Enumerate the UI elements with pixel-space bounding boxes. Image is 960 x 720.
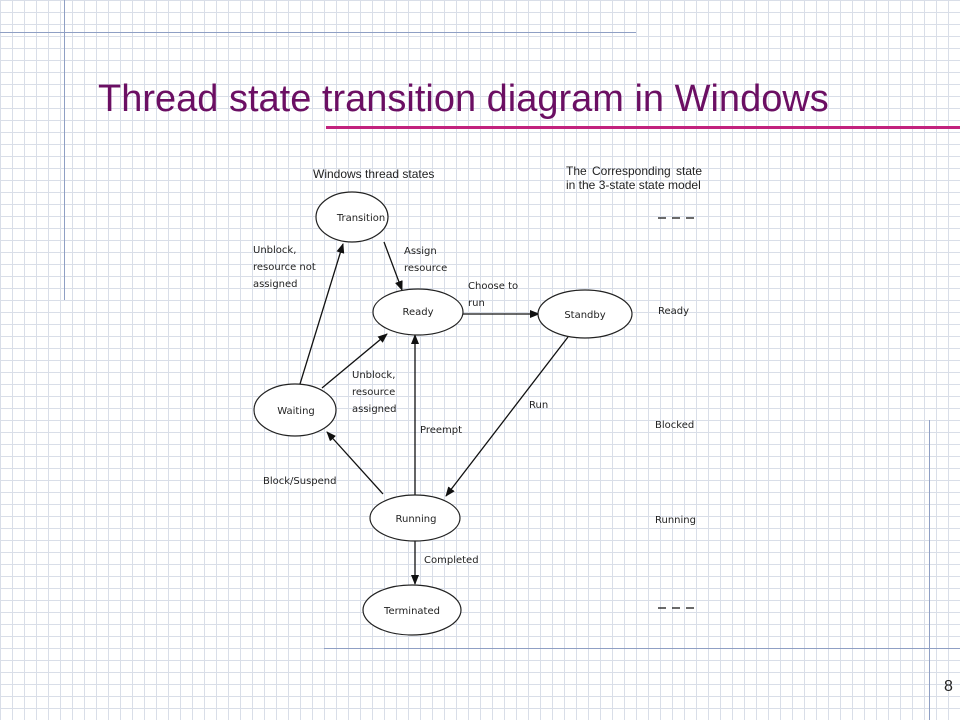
node-ready: Ready [372,288,464,336]
label-block-suspend: Block/Suspend [263,476,337,487]
label-unblock-not-assigned: Unblock, resource not assigned [253,245,316,290]
label-assign-resource: Assign resource [404,246,448,274]
edge-waiting-to-ready [321,333,388,389]
node-running: Running [369,494,461,542]
windows-states-header: Windows thread states [313,167,435,181]
node-standby-label: Standby [564,310,605,321]
left-vertical-rule [64,0,65,300]
model-state-blocked: Blocked [655,420,695,431]
node-terminated: Terminated [362,584,462,636]
page-number: 8 [944,678,953,695]
node-ready-label: Ready [402,307,433,318]
edge-transition-to-ready [383,241,403,291]
node-transition: Transition [315,191,389,243]
edge-waiting-to-transition [299,243,345,385]
right-vertical-rule [929,420,930,720]
node-running-label: Running [396,514,437,525]
edge-standby-to-running [445,336,569,497]
label-unblock-assigned: Unblock, resource assigned [352,370,397,415]
label-completed: Completed [424,555,479,566]
slide-title: Thread state transition diagram in Windo… [98,78,829,120]
label-run: Run [529,400,549,411]
node-transition-label: Transition [336,213,385,224]
node-waiting-label: Waiting [277,406,315,417]
node-terminated-label: Terminated [383,606,440,617]
label-preempt: Preempt [420,425,463,436]
title-underline [326,126,960,129]
top-rule [0,32,636,33]
node-waiting: Waiting [253,383,337,437]
label-choose-to-run: Choose to run [468,281,519,309]
model-state-running: Running [655,515,696,526]
three-state-model-header: The Corresponding state in the 3-state s… [566,164,702,192]
model-state-ready: Ready [658,306,690,317]
node-standby: Standby [537,289,633,339]
edge-running-to-waiting [326,431,384,495]
bottom-rule [324,648,960,649]
